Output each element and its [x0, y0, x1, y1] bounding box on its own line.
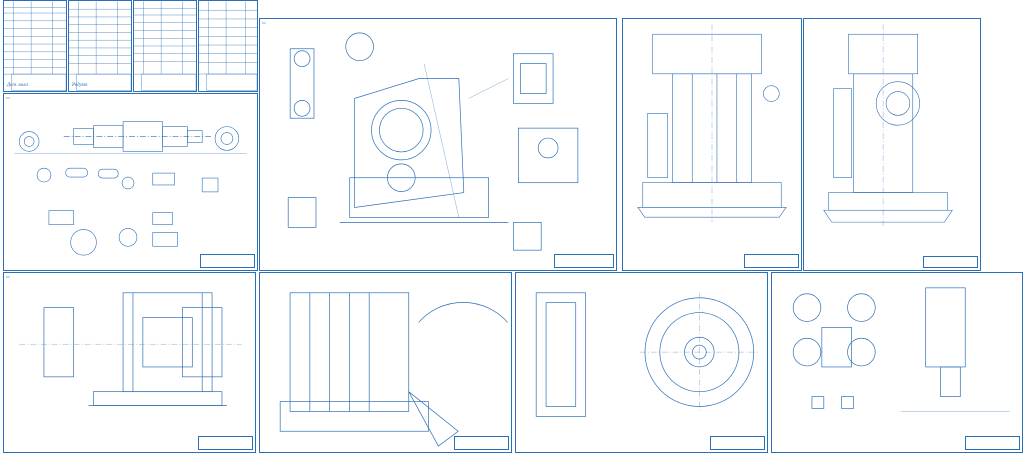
- title-block: [923, 256, 978, 268]
- title-block: [965, 436, 1020, 450]
- sheet-stamp-mark: ▭: [6, 274, 10, 279]
- spec-table-3: [134, 1, 196, 91]
- spec-title-2: Редукт: [72, 83, 88, 88]
- wheel-section-drawing: [535, 292, 759, 417]
- spec-sheet-4: [198, 0, 258, 92]
- parts-detail-drawing: [14, 121, 247, 256]
- title-block: [554, 254, 614, 268]
- gearbox-section-drawing: [287, 32, 579, 251]
- drum-section-drawing: [279, 292, 508, 447]
- title-block: [198, 436, 253, 450]
- shaft-assembly-drawing: [19, 292, 242, 406]
- sheet-stamp-mark: ▭: [6, 95, 10, 100]
- front-view-drawing: [637, 24, 787, 223]
- front-view-sheet: [622, 18, 802, 271]
- spec-sheet-3: [133, 0, 197, 92]
- platform-plan-drawing: [792, 287, 1010, 412]
- spec-table-1: [4, 1, 66, 91]
- title-block: [744, 254, 799, 268]
- drum-section-sheet: [259, 272, 512, 453]
- sheet-stamp-mark: ▭: [262, 20, 266, 25]
- spec-sheet-1: Дет. вала: [3, 0, 67, 92]
- title-block: [710, 436, 765, 450]
- spec-table-4: [199, 1, 257, 91]
- side-view-drawing: [823, 24, 953, 228]
- spec-sheet-2: Редукт: [68, 0, 132, 92]
- side-view-sheet: [803, 18, 981, 271]
- gearbox-section-sheet: ▭: [259, 18, 617, 271]
- wheel-section-sheet: [515, 272, 768, 453]
- title-block: [200, 254, 255, 268]
- platform-plan-sheet: [771, 272, 1023, 453]
- title-block: [454, 436, 509, 450]
- spec-table-2: [69, 1, 131, 91]
- spec-title-1: Дет. вала: [7, 83, 28, 88]
- parts-detail-sheet: ▭: [3, 93, 258, 271]
- shaft-assembly-sheet: ▭: [3, 272, 256, 453]
